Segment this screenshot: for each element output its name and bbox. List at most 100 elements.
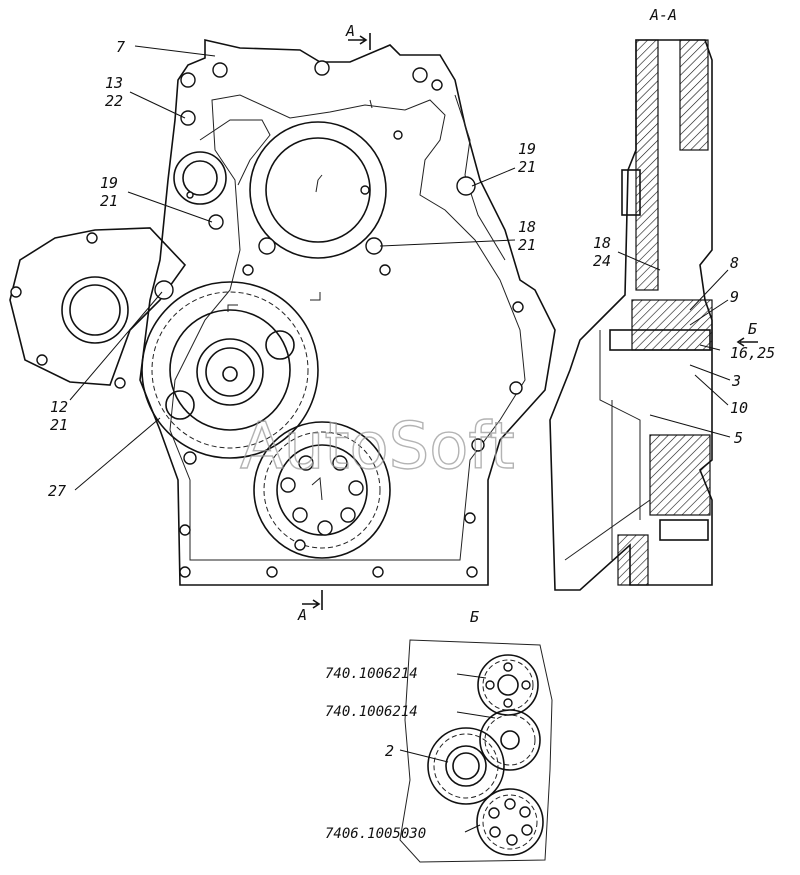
- section-view: [549, 39, 758, 591]
- bottom-gear-hole: [292, 507, 308, 523]
- label-22: 22: [105, 92, 123, 110]
- side-gasket-seal-outer: [61, 276, 129, 344]
- part-number-4: 7406.1005030: [325, 826, 426, 842]
- section-spacer: [659, 519, 709, 541]
- bolt-hole: [180, 110, 196, 126]
- bolt-hole: [212, 62, 228, 78]
- view-b-outline: [399, 639, 553, 863]
- section-mark-bottom: А: [297, 606, 307, 624]
- bottom-gear-mark: [311, 476, 323, 501]
- label-18-section: 18: [593, 234, 611, 252]
- view-b-arrow: [736, 337, 758, 347]
- leader-p2: [456, 711, 496, 719]
- bolt-hole: [512, 301, 524, 313]
- gear-3-hub: [452, 752, 480, 780]
- bolt-hole: [36, 354, 48, 366]
- section-shaft: [609, 329, 711, 351]
- leader-8: [689, 269, 729, 311]
- leader-19-21-left: [127, 191, 213, 223]
- bolt-hole: [372, 566, 384, 578]
- bottom-gear-hole: [332, 455, 348, 471]
- leader-p3: [399, 749, 449, 763]
- left-seal-outer: [173, 151, 227, 205]
- bottom-gear-outer: [253, 421, 391, 559]
- side-gasket: [9, 227, 187, 386]
- gear-3-outer: [427, 727, 505, 805]
- gear-2-pitch: [484, 714, 536, 766]
- leader-7: [134, 45, 216, 57]
- bolt-hole: [10, 286, 22, 298]
- leader-9: [689, 299, 729, 326]
- leader-10: [694, 374, 729, 406]
- label-21-front: 21: [518, 236, 536, 254]
- section-arrow-top: [348, 33, 371, 50]
- leader-27: [74, 417, 161, 491]
- part-number-2: 740.1006214: [325, 704, 418, 720]
- upper-bore-mark: [315, 174, 323, 193]
- bolt-hole: [360, 185, 370, 195]
- label-21-bottom: 21: [50, 416, 68, 434]
- label-19-left: 19: [100, 174, 118, 192]
- bolt-hole: [509, 381, 523, 395]
- corner-mark: [227, 304, 238, 312]
- bottom-gear-hole: [348, 480, 364, 496]
- gear-4-hole: [519, 806, 531, 818]
- section-arrow-bottom: [302, 590, 323, 610]
- part-number-1: 740.1006214: [325, 666, 418, 682]
- section-hatch-low: [649, 434, 711, 516]
- bottom-gear-hole: [317, 520, 333, 536]
- view-b-arrow-label: Б: [748, 320, 757, 338]
- bolt-hole: [431, 79, 443, 91]
- bolt-hole: [393, 130, 403, 140]
- bolt-hole: [180, 72, 196, 88]
- label-19-right: 19: [518, 140, 536, 158]
- gear-4-hole: [489, 826, 501, 838]
- bolt-hole: [464, 512, 476, 524]
- large-gear-hub-outer: [196, 338, 264, 406]
- bolt-hole: [456, 176, 476, 196]
- leader-12-21: [69, 291, 163, 401]
- bolt-hole: [314, 60, 330, 76]
- label-13: 13: [105, 74, 123, 92]
- label-18-front: 18: [518, 218, 536, 236]
- gear-1-hole: [503, 662, 513, 672]
- gear-3-mid: [445, 745, 487, 787]
- leader-p4: [464, 824, 481, 833]
- gear-1-hole: [485, 680, 495, 690]
- part-number-3: 2: [385, 742, 394, 760]
- section-hatch-mid: [631, 299, 713, 351]
- upper-bore-inner: [265, 137, 371, 243]
- side-gasket-seal-inner: [69, 284, 121, 336]
- gear-1-hole: [503, 698, 513, 708]
- right-rib: [454, 94, 506, 261]
- bolt-hole: [412, 67, 428, 83]
- bottom-gear-hole: [340, 507, 356, 523]
- large-gear-hole-b: [165, 390, 195, 420]
- bolt-hole: [114, 377, 126, 389]
- leader-3: [689, 364, 731, 381]
- label-24: 24: [593, 252, 611, 270]
- bolt-hole: [183, 451, 197, 465]
- section-bolt-a: [621, 169, 641, 216]
- gear-1-hole: [521, 680, 531, 690]
- gear-2-hub: [500, 730, 520, 750]
- leader-18-21: [379, 239, 516, 247]
- view-b: [399, 639, 553, 863]
- section-mark-top: А: [345, 22, 355, 40]
- label-3: 3: [731, 372, 741, 390]
- bolt-hole: [208, 214, 224, 230]
- label-16-25: 16,25: [730, 344, 775, 362]
- bolt-hole: [86, 232, 98, 244]
- front-view: [9, 33, 556, 610]
- label-9: 9: [730, 288, 739, 306]
- upper-bore-outer: [249, 121, 387, 259]
- leader-18-24: [617, 251, 661, 271]
- left-seal-inner: [182, 160, 218, 196]
- bolt-hole: [242, 264, 254, 276]
- label-21-left: 21: [100, 192, 118, 210]
- section-title: А-А: [649, 6, 677, 24]
- bolt-hole: [186, 191, 194, 199]
- view-b-title: Б: [470, 608, 479, 626]
- gear-1-pitch: [482, 659, 534, 711]
